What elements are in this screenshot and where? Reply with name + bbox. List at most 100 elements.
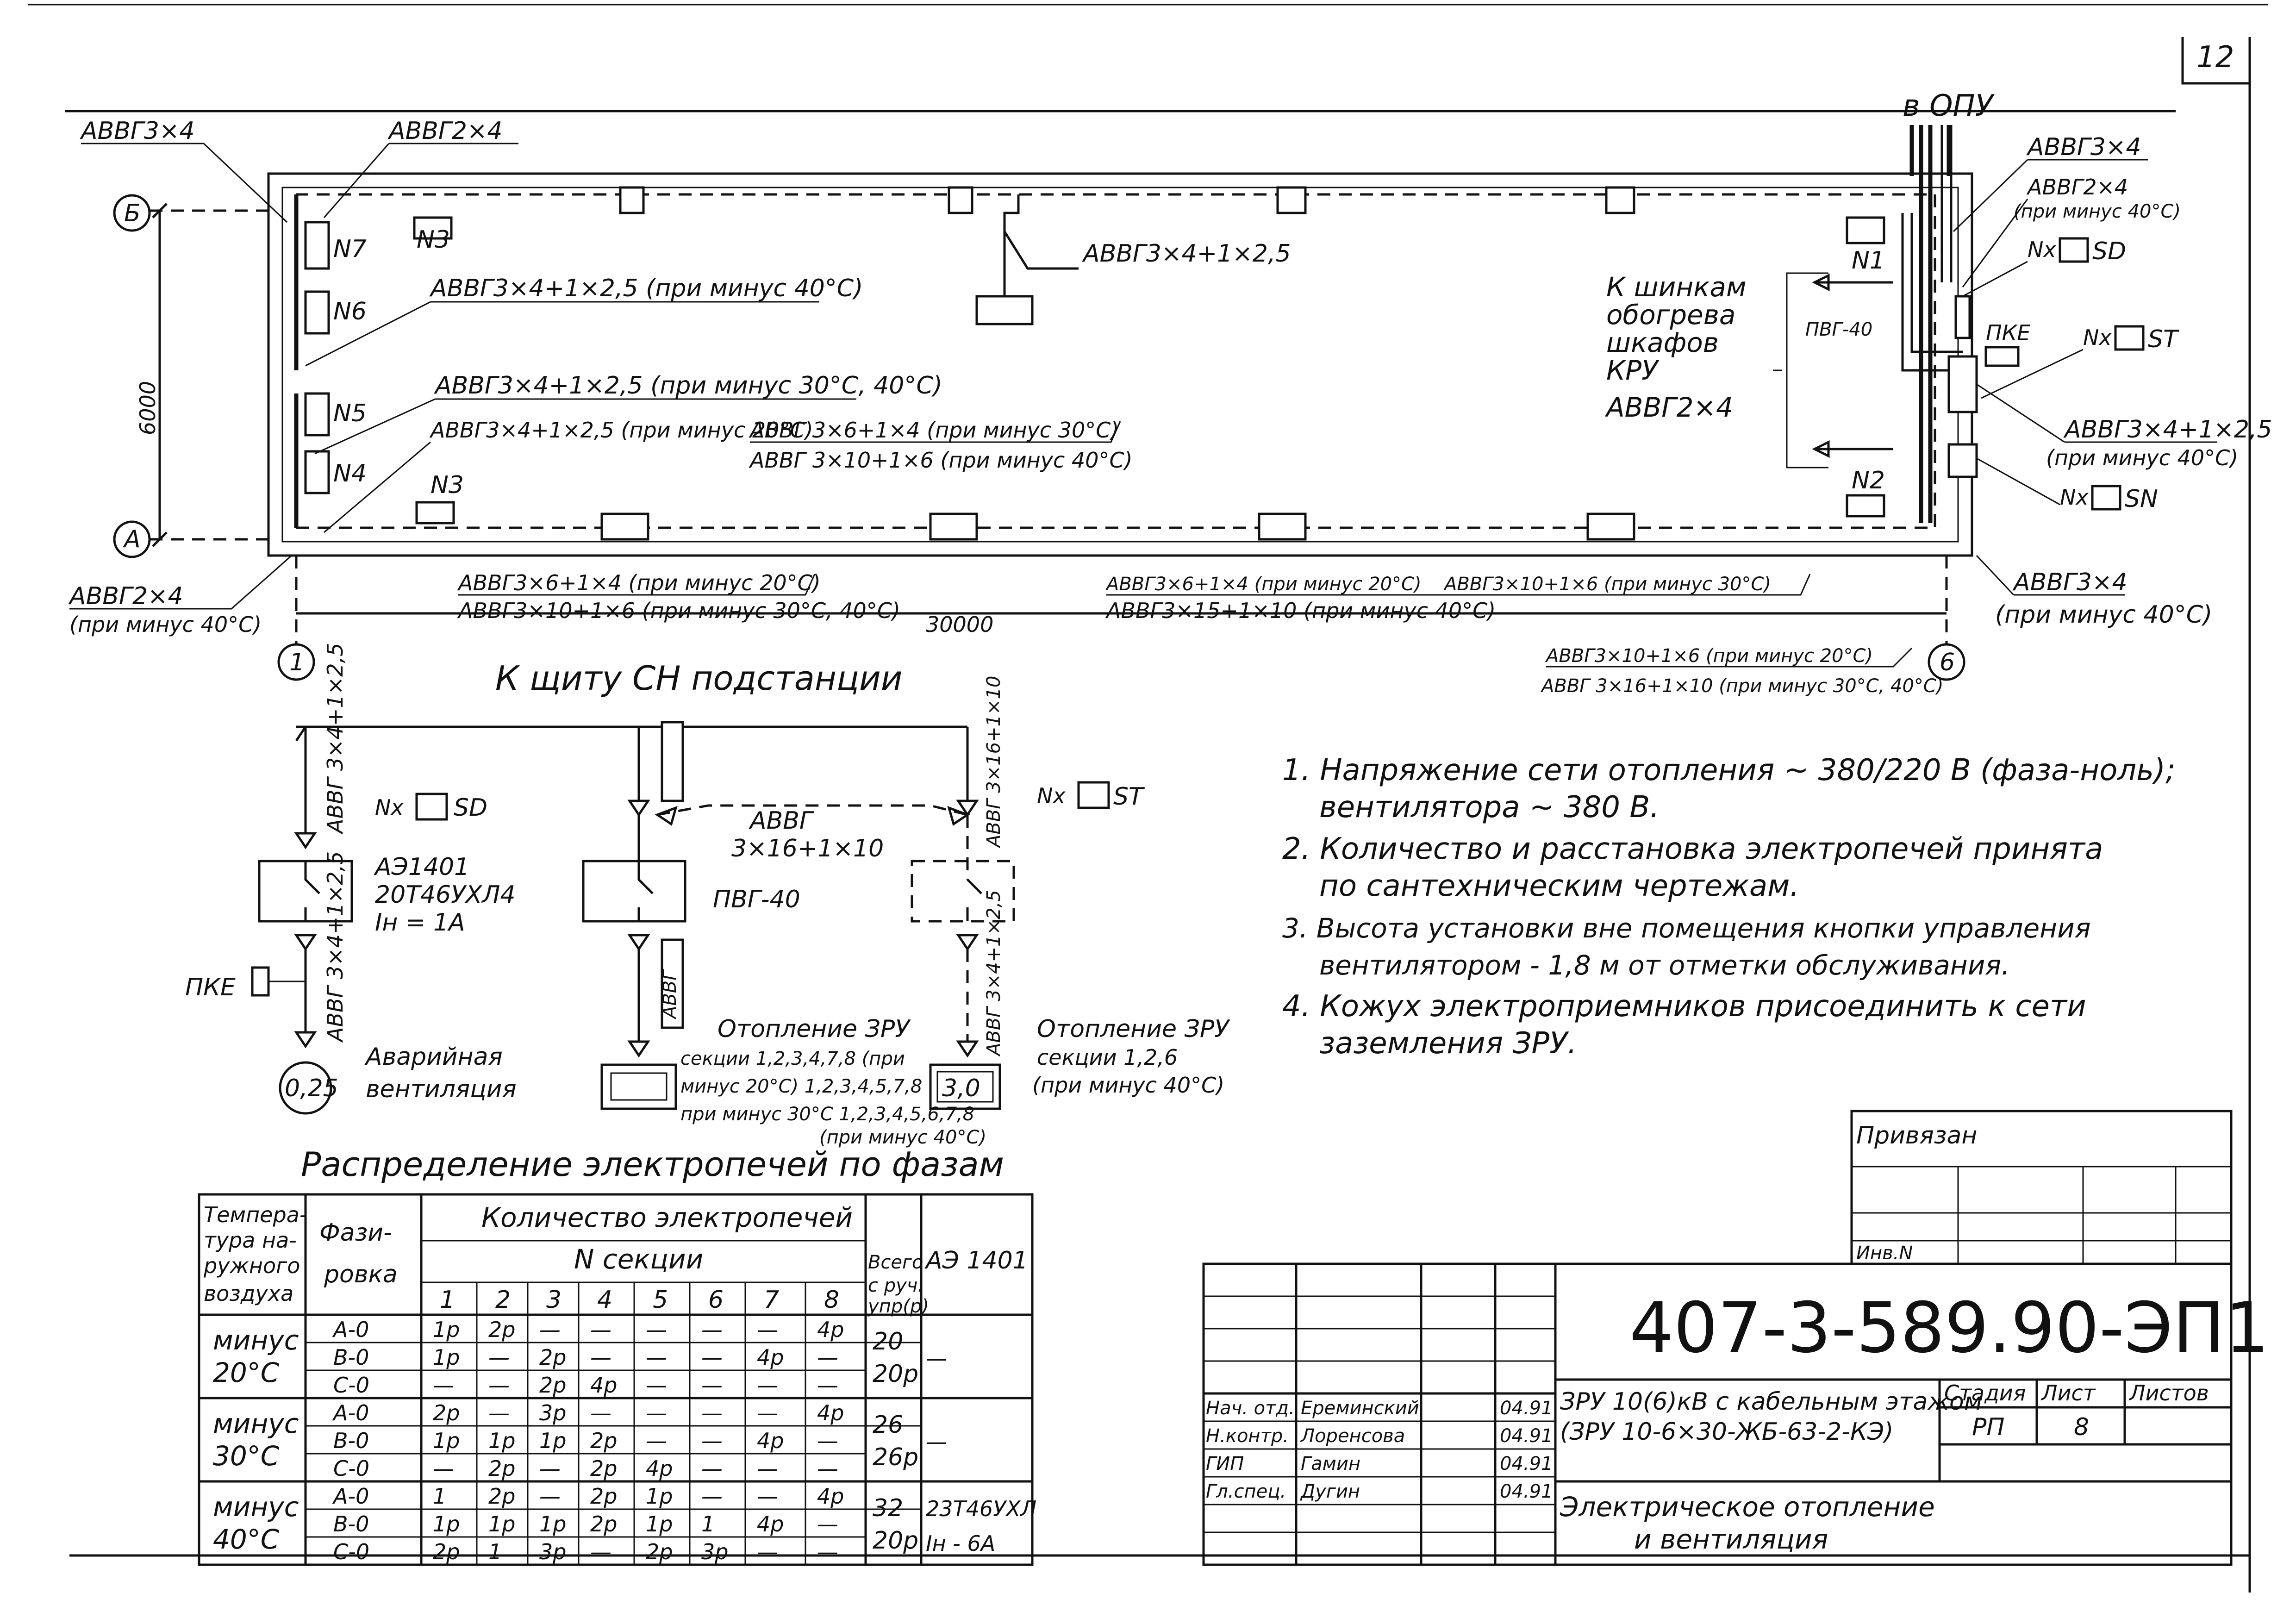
table-cell: — [488,1373,510,1398]
temp-label: 20°С [213,1357,280,1388]
note-4b: заземления ЗРУ. [1319,1026,1577,1061]
total-cell: 32 [873,1494,903,1522]
table-cell: 4р [817,1484,844,1509]
pke-label: ПКЕ [1986,320,2030,345]
table-cell: — [646,1373,667,1398]
heat2-line3: (при минус 40°С) [1032,1073,1224,1098]
cable-label-right-25-minus40: (при минус 40°С) [2046,445,2238,470]
heat1-line5: (при минус 40°С) [819,1127,986,1148]
cable-label-right-minus40: (при минус 40°С) [2014,201,2181,222]
table-cell: — [646,1400,667,1425]
scheme-cable-right: АВВГ 3×16+1×10 [983,676,1004,849]
total-cell: 20 [873,1328,903,1355]
table-cell: — [701,1456,723,1481]
date-3: 04.91 [1500,1453,1553,1474]
table-cell: — [817,1373,838,1398]
table-cell: — [701,1317,723,1342]
heat1-line1: Отопление ЗРУ [718,1015,911,1043]
note-1a: 1. Напряжение сети отопления ~ 380/220 В… [1282,753,2176,787]
table-cell: 4р [590,1373,617,1398]
right-switchboard [1773,125,2020,523]
date-4: 04.91 [1500,1481,1553,1502]
name-4: Дугин [1300,1481,1360,1502]
nx-sn-prefix: Nx [2060,485,2089,510]
name-2: Лоренсова [1300,1425,1405,1447]
scheme-cable-a: АВВГ 3×4+1×2,5 [323,643,348,835]
h-total-3: упр(р) [867,1296,929,1317]
cable-label-fan: АВВГ3×4+1×2,5 [1082,240,1291,268]
heat1-line4: при минус 30°С 1,2,3,4,5,6,7,8 [680,1104,974,1125]
scheme-cable-mid-2: 3×16+1×10 [731,835,884,862]
table-cell: — [817,1345,838,1370]
h-section: N секции [574,1243,703,1275]
breaker-dashed [911,860,1015,923]
table-cell: 1р [646,1484,673,1509]
table-cell: 2р [433,1400,460,1425]
total-cell: 20р [873,1527,918,1555]
table-cell: — [539,1484,561,1509]
table-cell: 2р [590,1428,617,1453]
table-cell: 2р [488,1484,515,1509]
table-cell: — [817,1428,838,1453]
heater-n1-label: N1 [1852,247,1885,275]
kru-note-4: КРУ [1606,355,1660,386]
h-total-2: с руч. [868,1275,923,1296]
cable-label-bottom-right-20: АВВГ3×6+1×4 (при минус 20°С) [1105,574,1422,595]
fan-label-2: вентиляция [366,1075,517,1103]
section-header-4: 4 [597,1286,612,1314]
table-cell: 2р [590,1484,617,1509]
heater-block-2-value: 3,0 [942,1074,980,1102]
table-cell: — [757,1539,778,1564]
axis-6-label: 6 [1940,649,1955,676]
cable-label-n5: АВВГ3×4+1×2,5 (при минус 30°С, 40°С) [434,372,942,400]
table-cell: — [757,1484,778,1509]
cable-label-n6: АВВГ3×4+1×2,5 (при минус 40°С) [429,275,863,302]
scheme-nx-sd: Nx [375,795,404,820]
axes: Б А 6000 1 6 30000 [113,194,1965,681]
cable-label-bottom-30-40: АВВГ3×10+1×6 (при минус 30°С, 40°С) [457,598,900,623]
name-3: Гамин [1301,1453,1360,1474]
axis-1-label: 1 [289,649,305,676]
cable-label-avvg2x4-top: АВВГ2×4 [387,117,503,145]
fan-unit [975,295,1034,325]
table-cell: 2р [433,1539,460,1564]
fan-value: 0,25 [285,1074,338,1102]
heat2-line2: секции 1,2,6 [1037,1045,1178,1070]
cable-label-right-bottom-avvg3x4: АВВГ3×4 [2012,568,2128,596]
breaker-cell: Iн - 6А [926,1531,995,1556]
table-cell: — [488,1345,510,1370]
phase-label: С-0 [333,1373,369,1398]
phase-label: А-0 [332,1317,369,1342]
table-cell: — [590,1345,611,1370]
table-cell: 2р [590,1512,617,1537]
bottom-heaters [600,512,1635,541]
total-cell: 26 [873,1411,903,1439]
table-cell: 3р [539,1539,566,1564]
cable-label-bottom-20: АВВГ3×6+1×4 (при минус 20°С) [457,570,821,595]
breaker-current: Iн = 1А [375,909,465,937]
sheets-label: Листов [2128,1380,2209,1405]
nx-sd-prefix: Nx [2028,237,2056,262]
total-cell: 26р [873,1443,918,1471]
dim-length-label: 30000 [926,612,993,637]
heater-n5-label: N5 [333,400,367,427]
sheet-value: 8 [2074,1413,2089,1441]
table-cell: — [539,1456,561,1481]
stage-label: Стадия [1944,1380,2026,1405]
phase-label: А-0 [332,1484,369,1509]
scheme-cable-b: АВВГ 3×4+1×2,5 [323,851,348,1043]
table-cell: — [646,1345,667,1370]
table-cell: — [817,1512,838,1537]
heat2-line1: Отопление ЗРУ [1037,1015,1230,1043]
scheme-pke: ПКЕ [185,974,236,1001]
heater-n7-label: N7 [333,235,367,263]
date-2: 04.91 [1500,1425,1553,1447]
phase-label: В-0 [333,1512,369,1537]
scheme-avvg-left: АВВГ [659,969,680,1020]
table-cell: — [757,1317,778,1342]
table-cell: — [757,1400,778,1425]
plan-switch-labels: Nx SD Nx ST Nx SN [1962,237,2180,513]
sn-label: SN [2125,485,2158,513]
single-line-scheme: К щиту СН подстанции 0,25 АВВГ 3×4+1×2,5… [185,643,1230,1148]
